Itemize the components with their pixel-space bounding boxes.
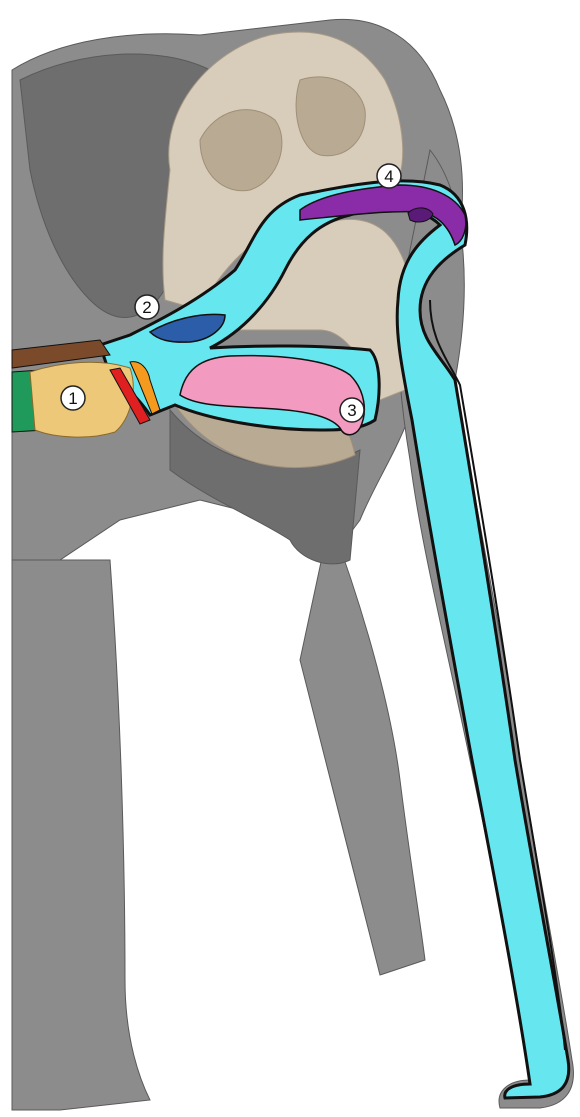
callout-1-label: 1	[68, 389, 77, 408]
callout-3: 3	[340, 398, 364, 422]
callout-4: 4	[377, 164, 401, 188]
elephant-rear-leg	[300, 520, 425, 975]
callout-2-label: 2	[142, 298, 151, 317]
callout-3-label: 3	[347, 401, 356, 420]
callout-2: 2	[135, 295, 159, 319]
callout-1: 1	[61, 386, 85, 410]
elephant-front-leg	[12, 560, 150, 1110]
callout-4-label: 4	[384, 167, 393, 186]
